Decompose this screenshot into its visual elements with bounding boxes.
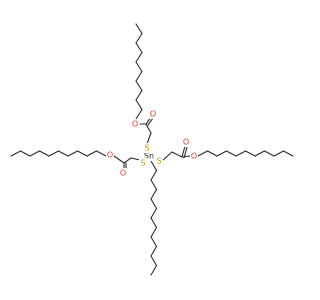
top-arm-bond-0 bbox=[146, 132, 152, 145]
top-decyl-chain-bond-0 bbox=[135, 108, 143, 120]
bottom-dodecyl-chain-bond-1 bbox=[150, 169, 158, 181]
top-decyl-chain-bond-4 bbox=[135, 70, 143, 82]
top-carbonyl-bond-b bbox=[147, 117, 154, 126]
top-decyl-chain-bond-6 bbox=[135, 51, 143, 63]
bottom-dodecyl-chain-bond-4 bbox=[150, 198, 158, 210]
sulfur-top-halo bbox=[143, 143, 151, 153]
oxygen-top-carbonyl-halo bbox=[149, 109, 157, 119]
left-decyl-chain-bond-6 bbox=[38, 150, 50, 157]
bottom-dodecyl-chain-bond-0 bbox=[150, 160, 158, 172]
oxygen-left-ester-halo bbox=[106, 150, 114, 160]
top-arm-bond-1 bbox=[145, 123, 152, 134]
top-decyl-chain-bond-9 bbox=[135, 23, 143, 35]
tin-halo bbox=[142, 151, 156, 161]
bottom-dodecyl-chain-bond-3 bbox=[150, 188, 158, 200]
top-decyl-chain-bond-2 bbox=[135, 89, 143, 101]
atom-label-layer: Sn S S S O O O O O O bbox=[106, 109, 198, 178]
left-decyl-chain-bond-2 bbox=[76, 150, 88, 157]
left-decyl-chain-bond-1 bbox=[86, 150, 98, 157]
molecule-diagram: Sn S S S O O O O O O bbox=[10, 23, 294, 276]
left-decyl-chain-bond-9 bbox=[10, 150, 22, 157]
left-decyl-chain-bond-0 bbox=[95, 150, 107, 157]
left-decyl-chain-bond-8 bbox=[19, 150, 31, 157]
right-arm-bond-2 bbox=[181, 155, 191, 158]
right-decyl-chain-bond-1 bbox=[206, 150, 218, 157]
left-arm-bond-0 bbox=[130, 157, 141, 161]
oxygen-right-carbonyl-halo bbox=[182, 137, 190, 147]
atom-oxygen-left-ester: O bbox=[107, 151, 113, 160]
top-decyl-chain-bond-3 bbox=[135, 80, 143, 92]
left-decyl-chain-bond-7 bbox=[29, 150, 41, 157]
atom-sulfur-top: S bbox=[144, 144, 149, 153]
right-decyl-chain-bond-8 bbox=[273, 150, 285, 157]
bottom-dodecyl-chain-bond-6 bbox=[150, 217, 158, 229]
atom-sulfur-right: S bbox=[156, 157, 161, 166]
oxygen-top-ester-halo bbox=[131, 119, 139, 129]
right-arm-bond-0 bbox=[162, 151, 173, 161]
top-decyl-chain-bond-5 bbox=[135, 61, 143, 73]
oxygen-left-carbonyl-halo bbox=[119, 168, 127, 178]
atom-oxygen-right-ester: O bbox=[191, 152, 197, 161]
bottom-dodecyl-chain-bond-11 bbox=[150, 264, 158, 276]
atom-oxygen-left-carbonyl: O bbox=[120, 169, 126, 178]
top-decyl-chain-bond-8 bbox=[135, 32, 143, 44]
right-arm-bond-1 bbox=[171, 151, 183, 158]
right-decyl-chain-bond-5 bbox=[244, 150, 256, 157]
bottom-dodecyl-chain-bond-7 bbox=[150, 226, 158, 238]
atom-oxygen-top-carbonyl: O bbox=[150, 110, 156, 119]
bottom-dodecyl-chain-bond-9 bbox=[150, 245, 158, 257]
oxygen-right-ester-halo bbox=[190, 151, 198, 161]
right-decyl-chain-bond-0 bbox=[197, 150, 209, 157]
right-carbonyl-bond-a bbox=[181, 145, 186, 158]
top-decyl-chain-bond-7 bbox=[135, 42, 143, 54]
atom-tin: Sn bbox=[144, 152, 154, 161]
left-arm-bond-2 bbox=[113, 155, 125, 164]
atom-oxygen-right-carbonyl: O bbox=[183, 138, 189, 147]
top-decyl-chain-bond-1 bbox=[135, 99, 143, 111]
sulfur-left-halo bbox=[139, 158, 147, 168]
right-decyl-chain-bond-6 bbox=[254, 150, 266, 157]
molecule-svg: Sn S S S O O O O O O bbox=[10, 23, 294, 276]
atom-oxygen-top-ester: O bbox=[132, 120, 138, 129]
right-decyl-chain-bond-2 bbox=[216, 150, 228, 157]
right-decyl-chain-bond-9 bbox=[282, 150, 294, 157]
bond-layer bbox=[10, 23, 294, 276]
left-arm-bond-1 bbox=[123, 157, 132, 164]
left-decyl-chain-bond-4 bbox=[57, 150, 69, 157]
bottom-dodecyl-chain-bond-2 bbox=[150, 179, 158, 191]
right-carbonyl-bond-b bbox=[183, 146, 188, 159]
right-decyl-chain-bond-4 bbox=[235, 150, 247, 157]
sulfur-right-halo bbox=[155, 156, 163, 166]
atom-sulfur-left: S bbox=[140, 159, 145, 168]
right-decyl-chain-bond-7 bbox=[263, 150, 275, 157]
bottom-dodecyl-chain-bond-10 bbox=[150, 255, 158, 267]
right-decyl-chain-bond-3 bbox=[225, 150, 237, 157]
bottom-dodecyl-chain-bond-5 bbox=[150, 207, 158, 219]
bottom-dodecyl-chain-bond-8 bbox=[150, 236, 158, 248]
left-decyl-chain-bond-5 bbox=[48, 150, 60, 157]
left-decyl-chain-bond-3 bbox=[67, 150, 79, 157]
